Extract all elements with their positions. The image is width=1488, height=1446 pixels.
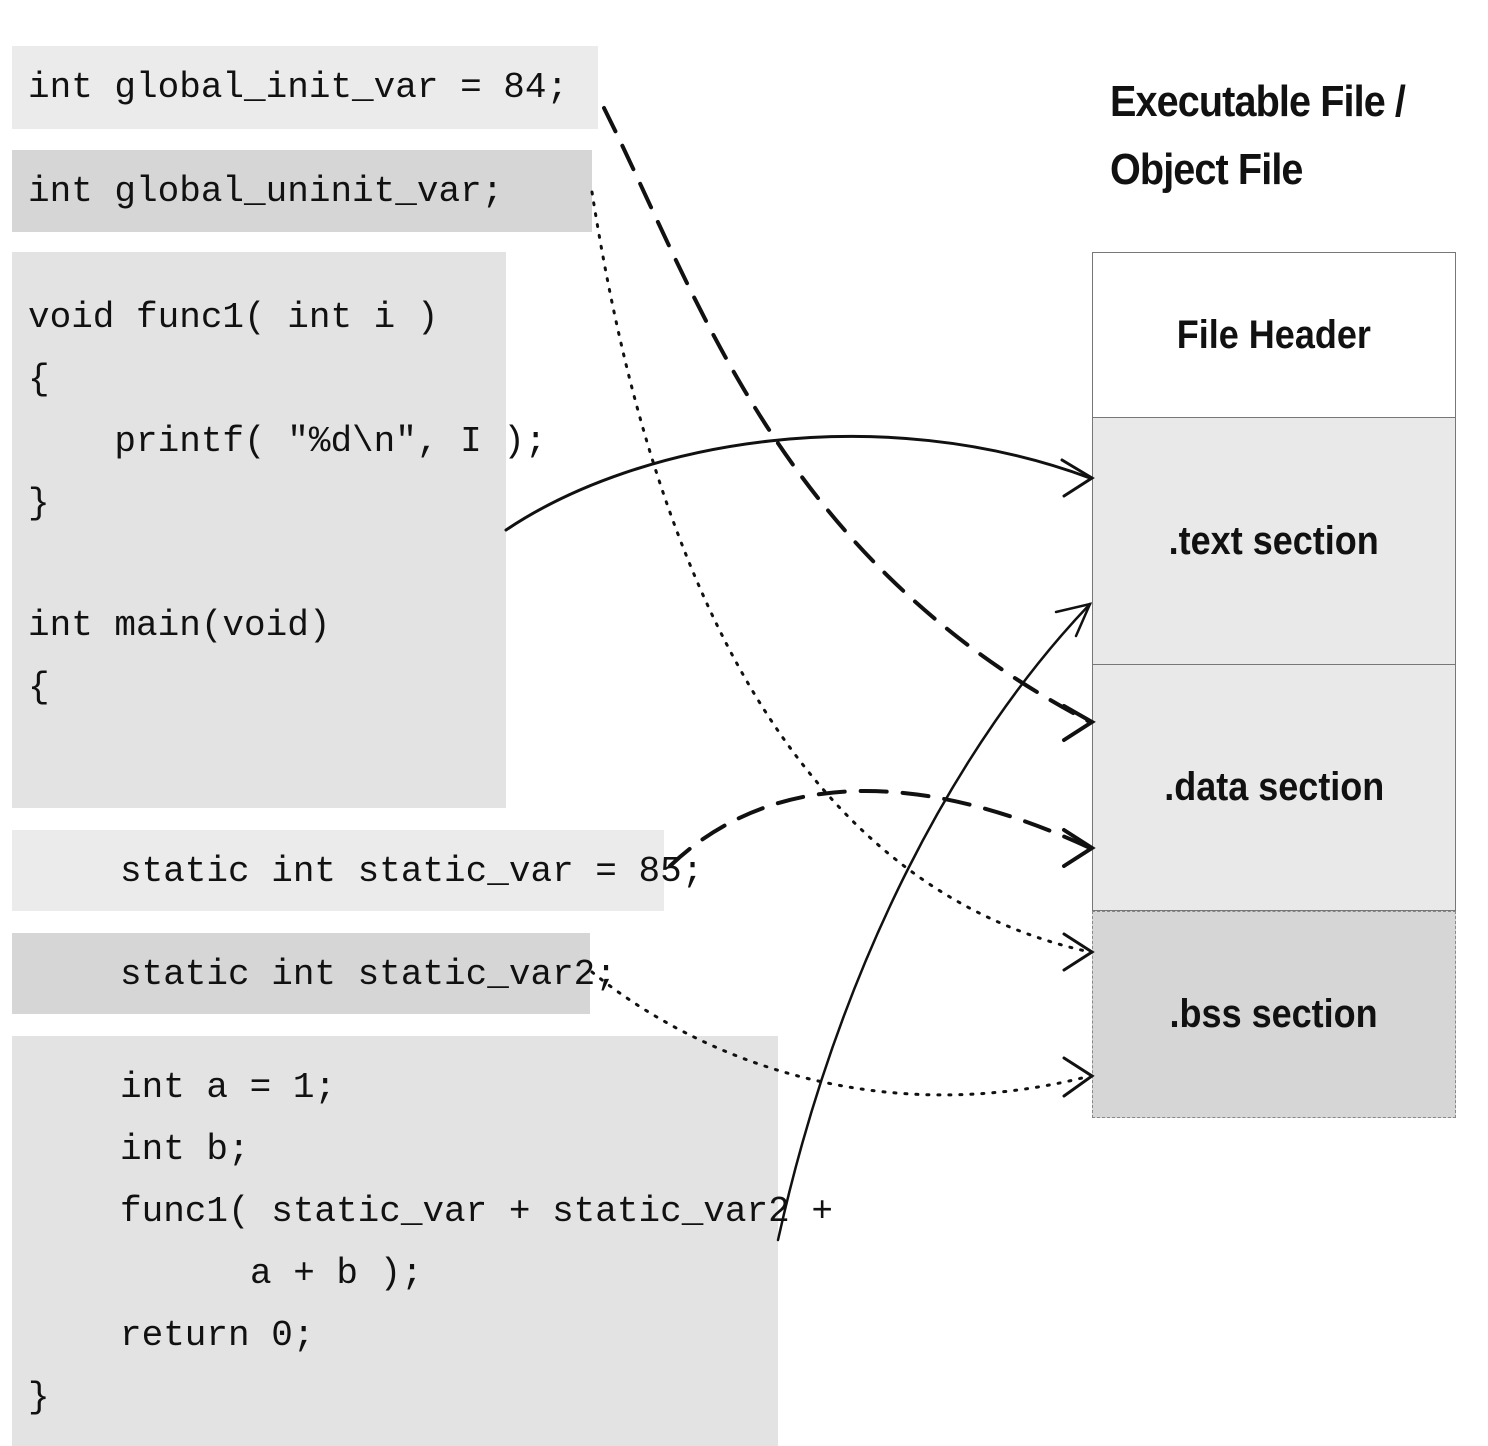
code-line: func1( static_var + static_var2 + xyxy=(120,1191,833,1232)
section-label: .data section xyxy=(1163,765,1385,809)
arrow-global-uninit-to-bss xyxy=(590,190,1092,954)
arrowhead-icon xyxy=(1060,458,1095,498)
arrow-main-to-text xyxy=(776,602,1092,1242)
code-line: { xyxy=(28,359,50,400)
code-line: return 0; xyxy=(120,1315,315,1356)
code-line: int global_uninit_var; xyxy=(28,171,504,212)
arrow-static-var-to-data xyxy=(668,788,1092,868)
file-title-line1: Executable File / xyxy=(1110,77,1406,126)
code-line: a + b ); xyxy=(250,1253,423,1294)
code-global-init-var: int global_init_var = 84; xyxy=(12,46,598,129)
file-title: Executable File / Object File xyxy=(1110,68,1406,204)
code-line: } xyxy=(28,1377,50,1418)
section-text: .text section xyxy=(1092,418,1456,665)
section-bss: .bss section xyxy=(1092,911,1456,1118)
section-label: .bss section xyxy=(1169,992,1379,1036)
section-data: .data section xyxy=(1092,665,1456,911)
code-main-body: int a = 1; int b; func1( static_var + st… xyxy=(12,1036,833,1446)
code-static-var2: static int static_var2; xyxy=(12,933,617,1014)
arrowhead-icon xyxy=(1054,602,1093,638)
file-title-line2: Object File xyxy=(1110,145,1303,194)
code-line: int b; xyxy=(120,1129,250,1170)
arrowhead-icon xyxy=(1062,704,1096,742)
code-func-block: void func1( int i ) { printf( "%d\n", I … xyxy=(12,252,546,808)
section-file-header: File Header xyxy=(1092,252,1456,418)
code-global-uninit-var: int global_uninit_var; xyxy=(12,150,592,232)
arrowhead-icon xyxy=(1062,1056,1095,1098)
code-line: { xyxy=(28,667,50,708)
code-line: int global_init_var = 84; xyxy=(28,67,569,108)
code-line: static int static_var = 85; xyxy=(120,851,704,892)
code-line: } xyxy=(28,483,50,524)
arrow-static-var2-to-bss xyxy=(590,970,1092,1097)
code-line: static int static_var2; xyxy=(120,954,617,995)
code-line: void func1( int i ) xyxy=(28,297,439,338)
arrow-func-to-text xyxy=(504,434,1092,532)
code-line: int a = 1; xyxy=(120,1067,337,1108)
arrowhead-icon xyxy=(1062,932,1095,972)
code-static-var: static int static_var = 85; xyxy=(12,830,703,911)
code-line: printf( "%d\n", I ); xyxy=(28,421,547,462)
arrow-global-init-to-data xyxy=(602,106,1092,724)
code-line: int main(void) xyxy=(28,605,331,646)
section-label: .text section xyxy=(1168,518,1380,563)
arrowhead-icon xyxy=(1062,828,1096,868)
section-label: File Header xyxy=(1176,312,1372,357)
